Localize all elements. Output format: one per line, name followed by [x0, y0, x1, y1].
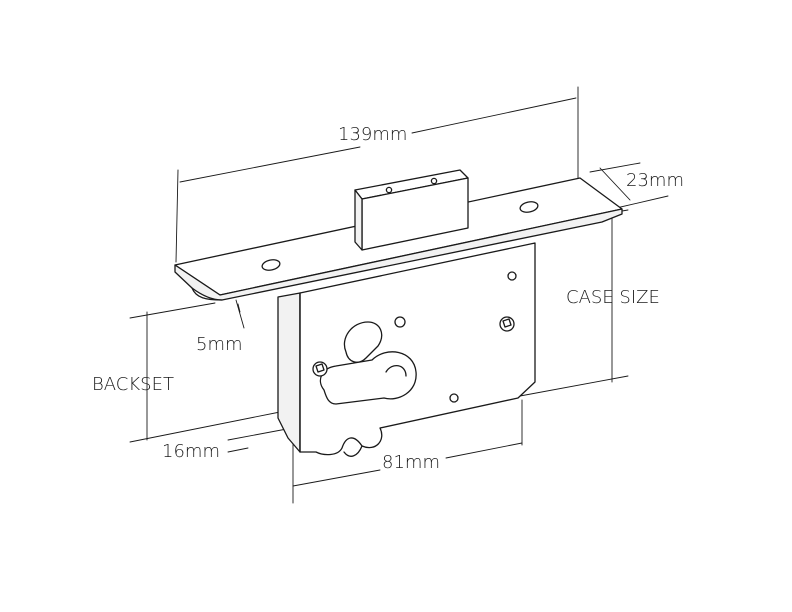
euro-profile-cutout	[319, 351, 417, 405]
faceplate-thickness-label: 5mm	[196, 334, 243, 355]
spindle-boss-right	[499, 316, 515, 332]
screw-hole	[449, 393, 459, 403]
faceplate-screw-hole	[519, 201, 539, 213]
spindle-boss-left	[312, 361, 328, 377]
dimension-lines	[129, 86, 669, 504]
faceplate-width-label: 23mm	[626, 170, 684, 191]
screw-hole	[394, 316, 406, 328]
length-label: 139mm	[338, 124, 407, 145]
lock-case	[277, 242, 536, 457]
faceplate-screw-hole	[261, 259, 281, 271]
screw-hole	[507, 271, 517, 281]
latch-bolt	[354, 169, 469, 251]
backset-label: BACKSET	[92, 374, 174, 395]
offset-label: 16mm	[162, 441, 220, 462]
dimension-labels: 139mm 23mm CASE SIZE 5mm BACKSET 16mm 81…	[92, 124, 684, 473]
case-size-label: CASE SIZE	[566, 287, 660, 308]
cylinder-cutout	[343, 321, 383, 363]
case-width-label: 81mm	[382, 452, 440, 473]
